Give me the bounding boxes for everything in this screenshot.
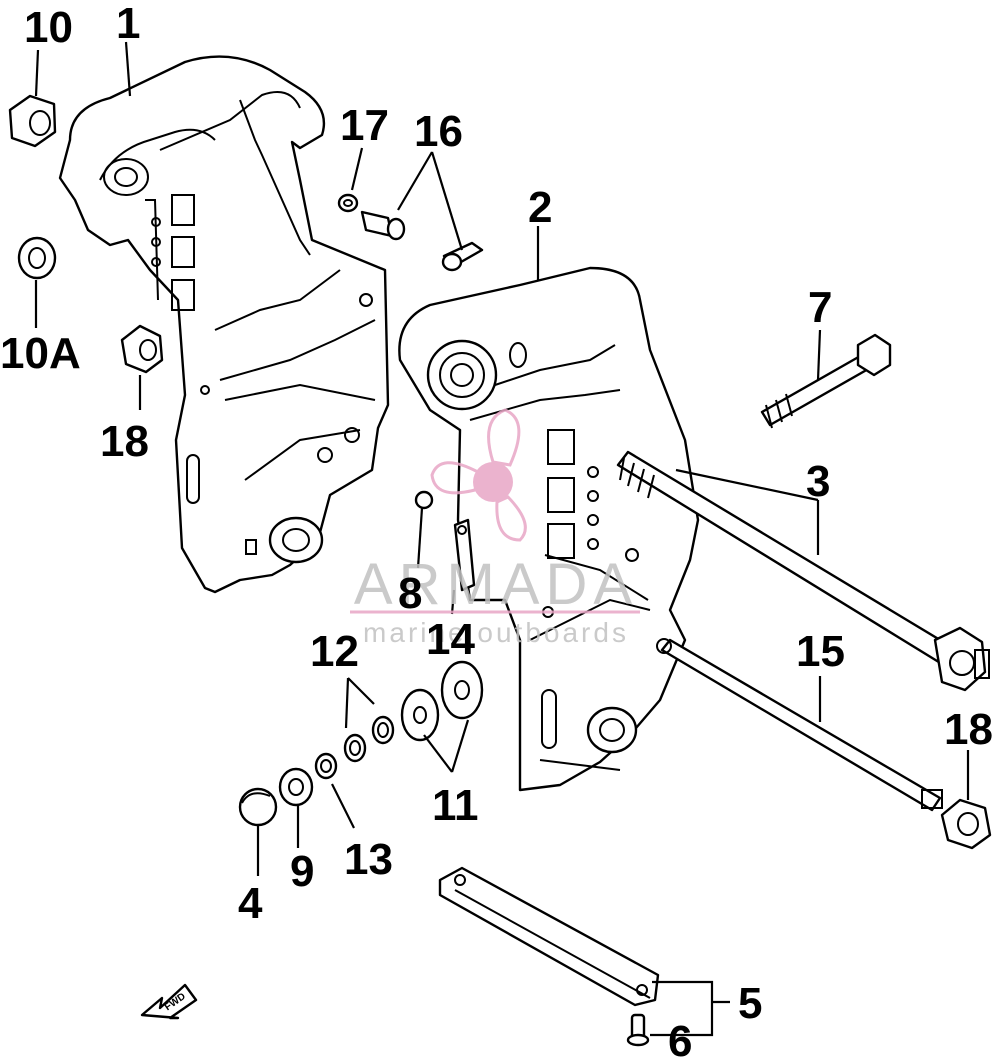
label-15: 15: [796, 627, 845, 676]
label-2: 2: [528, 183, 552, 232]
bolt-16-upper: [360, 210, 406, 241]
fwd-arrow-icon: FWD: [140, 983, 198, 1020]
label-17: 17: [340, 101, 389, 150]
label-14: 14: [426, 615, 475, 664]
label-7: 7: [808, 283, 832, 332]
cap-4: [238, 787, 278, 827]
label-12: 12: [310, 627, 359, 676]
nut-18-left: [120, 324, 164, 374]
through-rod: [656, 638, 943, 812]
pin-8: [414, 490, 434, 510]
watermark-tagline: marine outboards: [363, 617, 629, 648]
watermark: ARMADA marine outboards: [350, 408, 640, 648]
clip-14: [453, 518, 476, 592]
label-13: 13: [344, 835, 393, 884]
leader-lines: [34, 41, 970, 1037]
screw-6: [626, 1013, 650, 1047]
washer-13: [314, 752, 338, 780]
nut-18-right: [940, 798, 992, 850]
label-9: 9: [290, 847, 314, 896]
nut-10: [8, 94, 57, 148]
tilt-bar: [438, 866, 660, 1007]
label-8: 8: [398, 569, 422, 618]
label-18-right: 18: [944, 705, 993, 754]
label-6: 6: [668, 1017, 692, 1058]
nut-9: [278, 767, 314, 807]
washers-11: [400, 660, 484, 742]
label-18-left: 18: [100, 417, 149, 466]
label-4: 4: [238, 879, 263, 928]
label-16: 16: [414, 107, 463, 156]
hex-bolt: [760, 329, 892, 429]
clamp-bracket-right: [398, 266, 700, 792]
propeller-logo-icon: [430, 408, 527, 542]
label-1: 1: [116, 0, 140, 48]
washer-17: [337, 193, 359, 213]
clamp-bolt: [616, 450, 990, 692]
clamp-bracket-left: [58, 55, 390, 594]
label-5: 5: [738, 979, 762, 1028]
bolt-16-lower: [441, 241, 484, 272]
washer-10a: [17, 236, 57, 280]
watermark-brand: ARMADA: [354, 552, 638, 617]
label-10a: 10A: [0, 329, 81, 378]
washers-12: [343, 715, 395, 763]
label-3: 3: [806, 457, 830, 506]
label-11: 11: [432, 781, 479, 830]
label-10: 10: [24, 3, 73, 52]
